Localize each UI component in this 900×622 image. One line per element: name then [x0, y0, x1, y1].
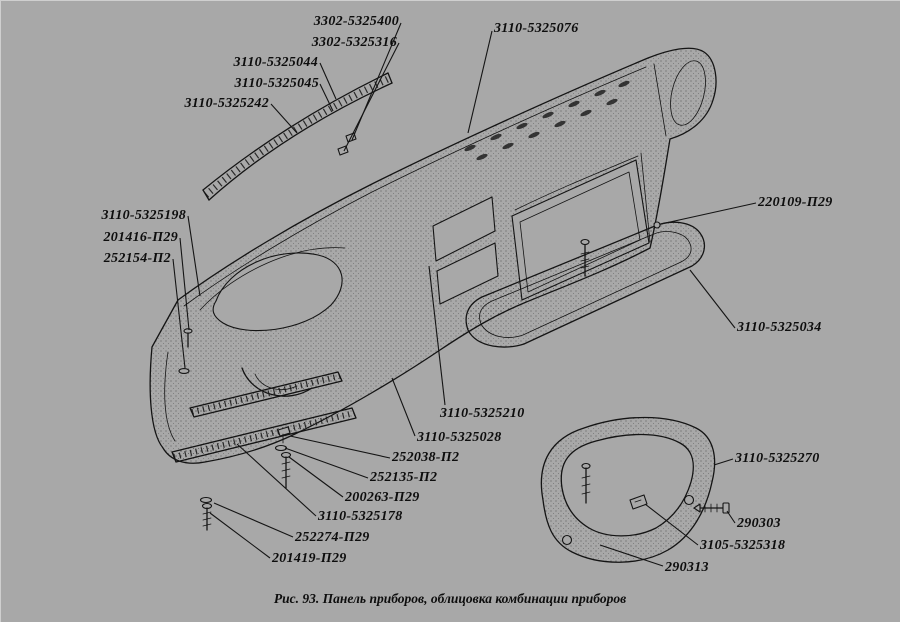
part-label: 3110-5325076 [494, 21, 579, 36]
glovebox-lid [465, 221, 706, 348]
figure-caption: Рис. 93. Панель приборов, облицовка комб… [273, 591, 627, 606]
part-label: 3110-5325242 [184, 96, 269, 111]
bezel-screw [581, 462, 591, 504]
part-label: 3110-5325028 [417, 430, 502, 445]
top-trim-strip [202, 72, 393, 201]
part-label: 3110-5325210 [440, 406, 525, 421]
bezel-clip [629, 494, 648, 510]
hinge-bolt [653, 221, 661, 229]
part-label: 3110-5325034 [737, 320, 822, 335]
center-opening-lower [436, 242, 499, 305]
side-vent [670, 60, 706, 126]
fasteners [178, 328, 292, 531]
bottom-washer [199, 496, 213, 504]
part-label: 252038-П2 [392, 450, 460, 465]
left-washer [178, 368, 190, 374]
part-label: 252135-П2 [370, 470, 438, 485]
part-label: 3110-5325178 [318, 509, 403, 524]
side-screw [693, 502, 730, 514]
part-label: 252274-П29 [295, 530, 370, 545]
strip-screw [280, 451, 292, 489]
bottom-screw [201, 502, 213, 531]
part-label: 3110-5325045 [234, 76, 319, 91]
strip-washer [274, 444, 288, 452]
part-label: 3302-5325316 [311, 35, 397, 50]
part-label: 201416-П29 [103, 230, 178, 245]
lower-trim-strips [171, 371, 357, 463]
clip-3302-5325316 [337, 145, 349, 156]
part-label: 290313 [665, 560, 709, 575]
part-label: 3110-5325270 [735, 451, 820, 466]
bezel-hole-right [683, 494, 695, 506]
leader-lines [172, 22, 757, 567]
bezel-hole-left [561, 534, 573, 546]
part-label: 3105-5325318 [700, 538, 786, 553]
part-label: 200263-П29 [345, 490, 420, 505]
defroster-vents [464, 80, 630, 161]
part-label: 290303 [737, 516, 781, 531]
part-label: 3302-5325400 [313, 14, 399, 29]
cluster-bezel [540, 416, 716, 563]
center-opening-upper [432, 196, 496, 262]
part-label: 3110-5325044 [233, 55, 318, 70]
part-label: 252154-П2 [103, 251, 171, 266]
lid-screw [580, 238, 590, 277]
cluster-opening [212, 252, 343, 332]
part-label: 201419-П29 [272, 551, 347, 566]
part-label: 220109-П29 [758, 195, 833, 210]
part-label: 3110-5325198 [101, 208, 186, 223]
strip-clip [277, 426, 291, 437]
